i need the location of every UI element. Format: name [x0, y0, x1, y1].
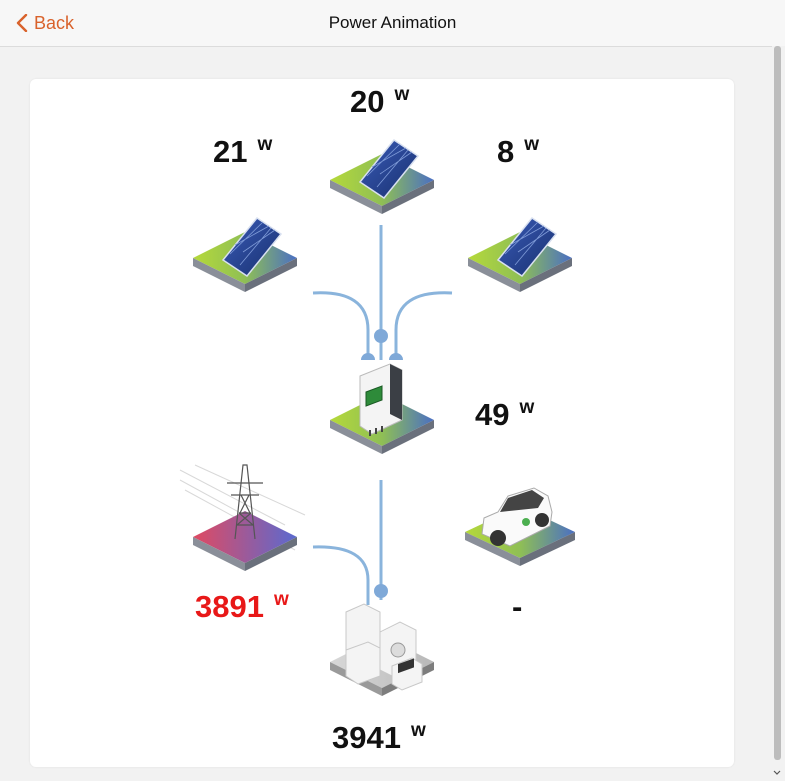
solar-right-value: 8 — [497, 134, 515, 169]
flow-lines — [312, 225, 453, 605]
house-power: 3941 w — [332, 720, 426, 756]
solar-left-value: 21 — [213, 134, 248, 169]
solar-top-power: 20 w — [350, 84, 409, 120]
grid-power: 3891 w — [195, 589, 289, 625]
house-value: 3941 — [332, 720, 401, 755]
solar-panel-icon — [330, 138, 434, 214]
flow-line-solar-left — [312, 291, 370, 360]
back-label: Back — [34, 12, 75, 33]
flow-dots — [361, 329, 403, 598]
title-bar: Back Power Animation — [0, 0, 785, 47]
unit-label: w — [394, 84, 410, 105]
flow-dot — [361, 353, 375, 360]
flow-line-solar-right — [394, 291, 453, 360]
unit-label: w — [410, 720, 426, 741]
unit-label: w — [257, 134, 273, 155]
scrollbar-thumb[interactable] — [774, 46, 781, 760]
car-value: - — [512, 589, 523, 624]
inverter-value: 49 — [475, 397, 510, 432]
unit-label: w — [273, 589, 289, 610]
flow-dot — [374, 584, 388, 598]
flow-dot — [374, 329, 388, 343]
unit-label: w — [524, 134, 540, 155]
home-appliances-icon — [330, 603, 434, 696]
electric-car-icon — [465, 487, 575, 566]
flow-line-grid — [312, 545, 370, 605]
power-tower-icon — [179, 464, 306, 571]
chevron-left-icon — [16, 14, 28, 32]
page-title: Power Animation — [328, 13, 457, 32]
grid-value: 3891 — [195, 589, 264, 624]
inverter-icon — [330, 363, 434, 454]
back-button[interactable]: Back — [16, 12, 74, 34]
flow-dot — [389, 353, 403, 360]
solar-panel-icon — [193, 216, 297, 292]
solar-left-power: 21 w — [213, 134, 272, 170]
inverter-power: 49 w — [475, 397, 534, 433]
chevron-down-icon[interactable] — [772, 768, 782, 778]
solar-top-value: 20 — [350, 84, 385, 119]
solar-panel-icon — [468, 216, 572, 292]
car-power: - — [512, 589, 522, 625]
unit-label: w — [519, 397, 535, 418]
